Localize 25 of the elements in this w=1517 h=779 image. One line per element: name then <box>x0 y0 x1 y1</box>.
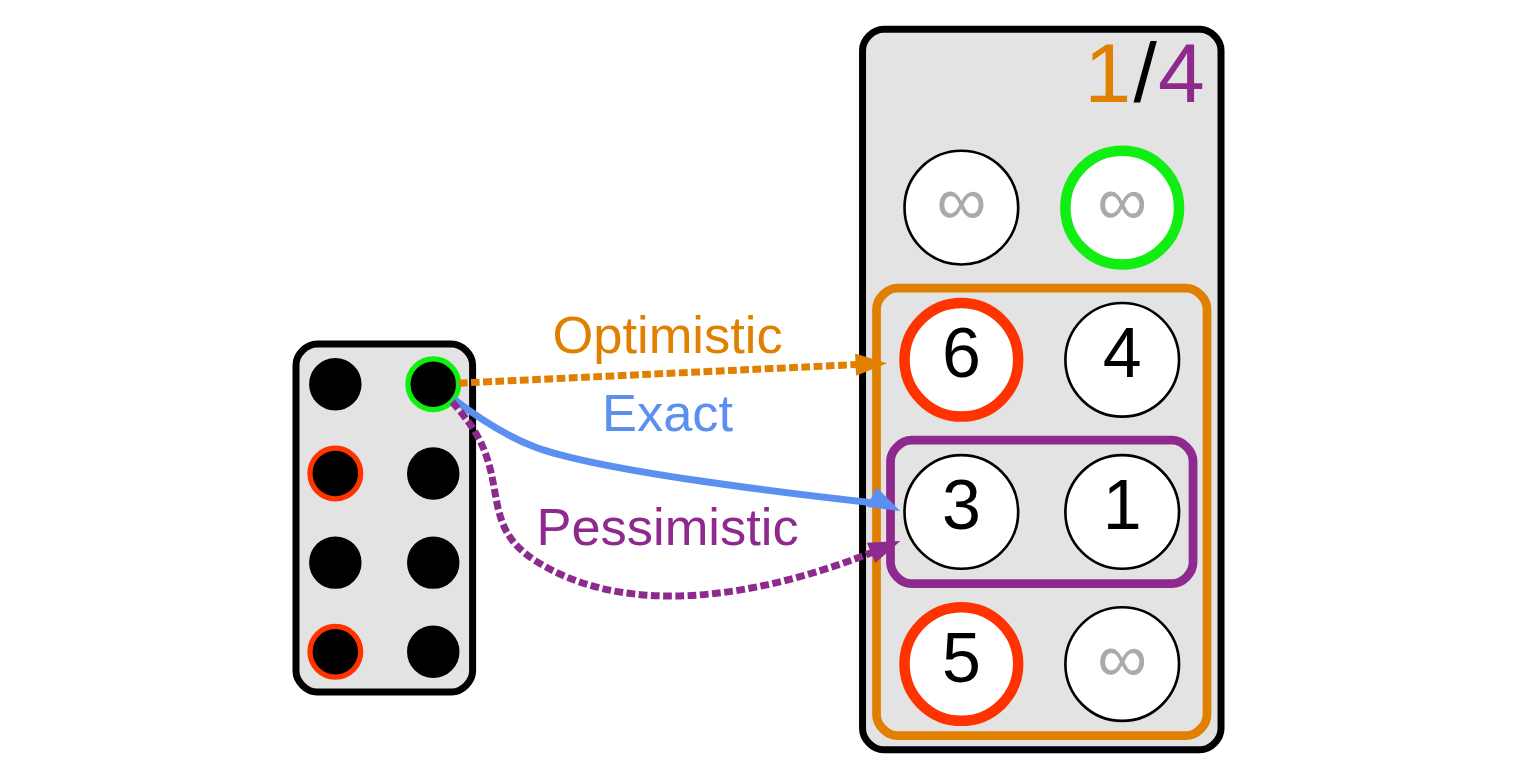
node-circle: ∞ <box>1064 605 1181 723</box>
node-circle: 3 <box>903 453 1020 571</box>
arrow <box>451 396 901 511</box>
node-circle <box>307 445 364 502</box>
node-circle <box>407 447 460 500</box>
node-circle: ∞ <box>903 149 1020 266</box>
node-circle: ∞ <box>1060 145 1185 270</box>
node-circle: 1 <box>1064 453 1181 571</box>
arrow <box>449 399 901 600</box>
node-circle: 4 <box>1064 301 1181 418</box>
cluster <box>886 435 1198 588</box>
node-circle <box>405 356 462 413</box>
node-circle: 6 <box>899 297 1024 422</box>
cluster <box>872 283 1212 741</box>
node-circle: 5 <box>899 601 1024 727</box>
arrow <box>458 353 888 387</box>
node-circle <box>307 623 364 680</box>
node-circle <box>407 536 460 589</box>
edge-label: Exact <box>601 384 734 443</box>
edge-label: Optimistic <box>552 305 783 364</box>
node-circle <box>309 536 362 589</box>
node-circle <box>309 358 362 411</box>
node-circle <box>407 625 460 679</box>
cluster <box>292 340 477 696</box>
edge-label: Pessimistic <box>536 498 799 557</box>
